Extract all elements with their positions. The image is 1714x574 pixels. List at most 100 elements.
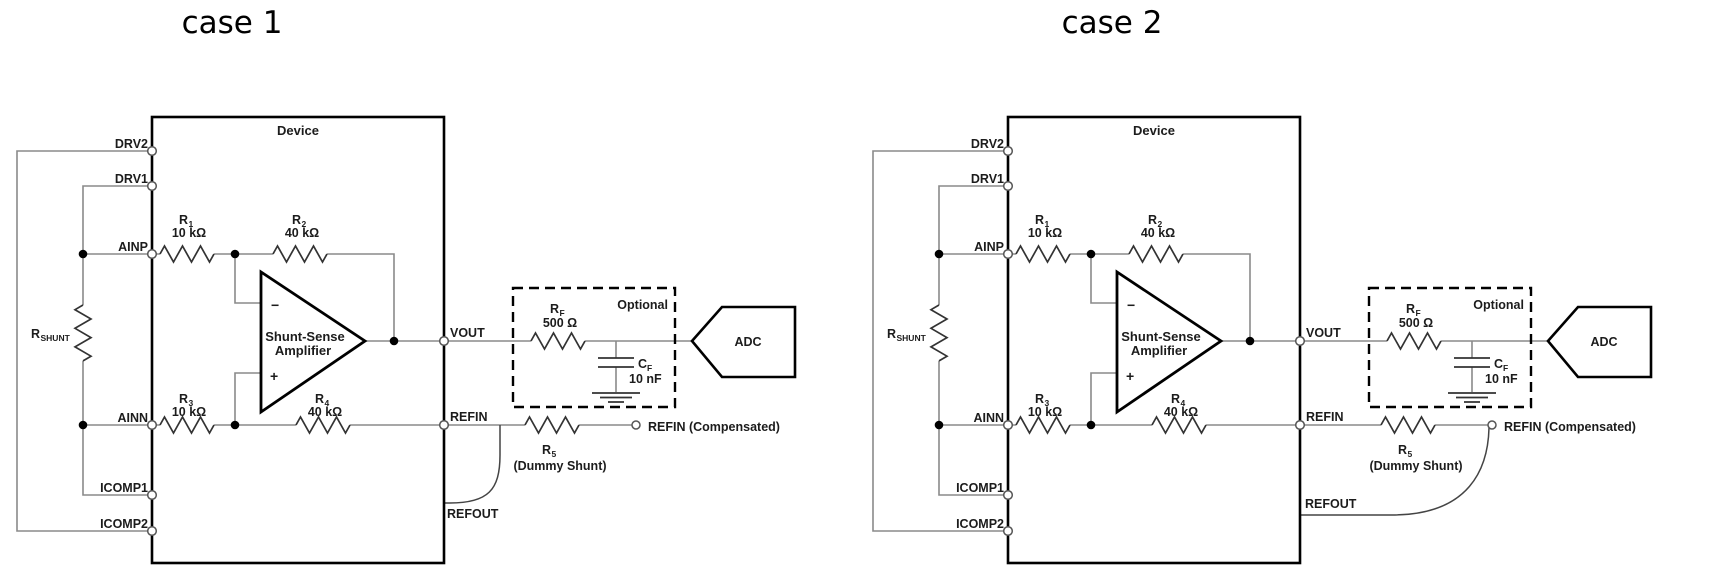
cf-subscript: F xyxy=(1503,363,1508,373)
r3-subscript: 3 xyxy=(189,398,194,408)
case2-title: case 2 xyxy=(1062,5,1163,41)
rf-base: R xyxy=(1406,302,1415,316)
opamp-name-line1: Shunt-Sense xyxy=(1121,329,1200,344)
pin-label-refin: REFIN xyxy=(450,410,488,424)
opamp-name-line2: Amplifier xyxy=(275,343,331,358)
r4-label: R 4 40 kΩ xyxy=(1164,392,1198,419)
ground-symbol xyxy=(592,392,640,403)
adc-label: ADC xyxy=(1590,335,1617,349)
r3-label: R 3 10 kΩ xyxy=(172,392,206,419)
ainn-pin-circle xyxy=(1002,419,1014,431)
junction-dot xyxy=(1245,336,1255,346)
refin-compensated-label: REFIN (Compensated) xyxy=(648,420,780,434)
rf-label: R F 500 Ω xyxy=(1399,302,1433,330)
r3-label: R 3 10 kΩ xyxy=(1028,392,1062,419)
r2-value: 40 kΩ xyxy=(1141,226,1175,240)
capacitor-plates xyxy=(1454,357,1490,368)
pin-label-ainn: AINN xyxy=(973,411,1004,425)
r2-subscript: 2 xyxy=(302,219,307,229)
r2-resistor xyxy=(1128,244,1184,264)
r5-base: R xyxy=(542,443,551,457)
signal-wires xyxy=(872,150,1548,532)
opamp-name-line2: Amplifier xyxy=(1131,343,1187,358)
rf-subscript: F xyxy=(560,308,565,318)
case1-diagram: case 1 Device − + Shunt-Sense Amplifier xyxy=(16,5,797,565)
r1-resistor xyxy=(1015,244,1071,264)
drv2-pin-circle xyxy=(146,145,158,157)
r1-label: R 1 10 kΩ xyxy=(172,213,206,240)
ainn-pin-circle xyxy=(146,419,158,431)
junction-dot xyxy=(934,249,944,259)
opamp-inverting-sign: − xyxy=(1127,297,1135,313)
r4-base: R xyxy=(315,392,324,406)
r1-label: R 1 10 kΩ xyxy=(1028,213,1062,240)
pin-label-vout: VOUT xyxy=(1306,326,1341,340)
r3-value: 10 kΩ xyxy=(172,405,206,419)
ainp-pin-circle xyxy=(146,248,158,260)
adc-block xyxy=(1546,305,1653,379)
drv2-pin-circle xyxy=(1002,145,1014,157)
pin-label-icomp1: ICOMP1 xyxy=(956,481,1004,495)
pin-label-drv1: DRV1 xyxy=(115,172,148,186)
ainp-pin-circle xyxy=(1002,248,1014,260)
pin-label-drv2: DRV2 xyxy=(115,137,148,151)
r2-base: R xyxy=(1148,213,1157,227)
r2-resistor xyxy=(272,244,328,264)
r2-label: R 2 40 kΩ xyxy=(1141,213,1175,240)
rshunt-label: R SHUNT xyxy=(887,327,927,343)
pin-label-icomp2: ICOMP2 xyxy=(956,517,1004,531)
junction-dot xyxy=(934,420,944,430)
opamp-inverting-sign: − xyxy=(271,297,279,313)
cf-base: C xyxy=(1494,357,1503,371)
pin-label-icomp2: ICOMP2 xyxy=(100,517,148,531)
junction-dot xyxy=(389,336,399,346)
pin-label-refin: REFIN xyxy=(1306,410,1344,424)
r3-subscript: 3 xyxy=(1045,398,1050,408)
r1-base: R xyxy=(1035,213,1044,227)
r2-subscript: 2 xyxy=(1158,219,1163,229)
refin-compensated-terminal xyxy=(1487,420,1497,430)
cf-subscript: F xyxy=(647,363,652,373)
optional-label: Optional xyxy=(1473,298,1524,312)
r1-value: 10 kΩ xyxy=(172,226,206,240)
refin-pin-circle xyxy=(438,419,450,431)
pin-label-ainn: AINN xyxy=(117,411,148,425)
r5-note: (Dummy Shunt) xyxy=(1369,459,1462,473)
refin-pin-circle xyxy=(1294,419,1306,431)
cf-capacitor: C F 10 nF xyxy=(592,357,662,403)
pin-label-ainp: AINP xyxy=(118,240,148,254)
r5-subscript: 5 xyxy=(552,449,557,459)
rf-value: 500 Ω xyxy=(1399,316,1433,330)
optional-label: Optional xyxy=(617,298,668,312)
device-label: Device xyxy=(277,123,319,138)
pin-label-vout: VOUT xyxy=(450,326,485,340)
r3-base: R xyxy=(179,392,188,406)
ground-symbol xyxy=(1448,392,1496,403)
drv1-pin-circle xyxy=(1002,180,1014,192)
rshunt-subscript: SHUNT xyxy=(897,333,927,343)
cf-value: 10 nF xyxy=(1485,372,1518,386)
r1-subscript: 1 xyxy=(1045,219,1050,229)
optional-filter-box xyxy=(1367,286,1533,409)
refin-compensated-label: REFIN (Compensated) xyxy=(1504,420,1636,434)
pin-label-icomp1: ICOMP1 xyxy=(100,481,148,495)
opamp-noninverting-sign: + xyxy=(270,368,278,384)
r4-subscript: 4 xyxy=(1181,398,1186,408)
cf-capacitor: C F 10 nF xyxy=(1448,357,1518,403)
r5-subscript: 5 xyxy=(1408,449,1413,459)
drv1-pin-circle xyxy=(146,180,158,192)
rf-value: 500 Ω xyxy=(543,316,577,330)
icomp2-pin-circle xyxy=(146,525,158,537)
refin-compensated-terminal xyxy=(631,420,641,430)
rf-subscript: F xyxy=(1416,308,1421,318)
rshunt-base: R xyxy=(31,327,40,341)
opamp-noninverting-sign: + xyxy=(1126,368,1134,384)
rf-base: R xyxy=(550,302,559,316)
r5-label: R 5 (Dummy Shunt) xyxy=(1369,443,1462,473)
rshunt-resistor xyxy=(73,304,93,362)
r3-resistor xyxy=(1015,415,1071,435)
opamp-name-line1: Shunt-Sense xyxy=(265,329,344,344)
r1-resistor xyxy=(159,244,215,264)
icomp1-pin-circle xyxy=(1002,489,1014,501)
